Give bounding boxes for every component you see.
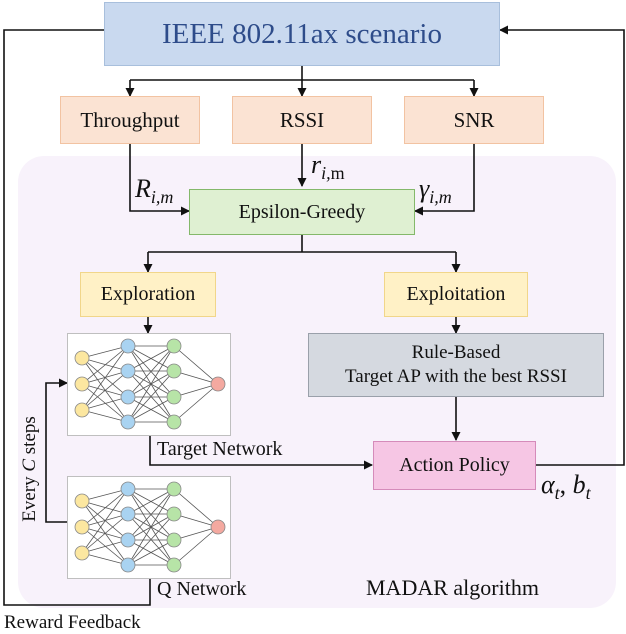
nn-edge	[127, 345, 175, 423]
nn-edge	[81, 370, 129, 411]
nn-edge	[173, 345, 219, 385]
nn-input-node	[74, 376, 90, 392]
nn-edge	[127, 345, 175, 372]
nn-edge	[127, 488, 175, 515]
nn-edge	[127, 488, 175, 541]
reward-feedback-loop	[3, 29, 151, 606]
nn-edge	[127, 396, 175, 423]
exploration-label: Exploration	[100, 283, 196, 305]
nn-input-node	[74, 545, 90, 561]
nn-output-node	[210, 376, 226, 392]
nn-edge	[81, 345, 129, 385]
nn-hidden-node	[166, 389, 182, 405]
nn-hidden-node	[166, 557, 182, 573]
target-network-label: Target Network	[157, 438, 283, 460]
action-policy-box: Action Policy	[373, 441, 536, 490]
every-c-steps-label: Every C steps	[19, 416, 40, 522]
throughput-box: Throughput	[60, 96, 200, 144]
every-c-steps-loop	[45, 378, 68, 523]
nn-hidden-node	[120, 481, 136, 497]
snr-symbol: γi,m	[419, 174, 452, 208]
nn-output-node	[210, 519, 226, 535]
rssi-label: RSSI	[279, 107, 325, 132]
target-network-nodes	[74, 338, 226, 430]
epsilon-greedy-label: Epsilon-Greedy	[238, 200, 366, 223]
snr-label: SNR	[453, 107, 495, 132]
nn-hidden-node	[120, 389, 136, 405]
nn-edge	[81, 409, 129, 423]
nn-edge	[173, 488, 219, 528]
nn-input-node	[74, 493, 90, 509]
nn-input-node	[74, 519, 90, 535]
nn-hidden-node	[120, 414, 136, 430]
nn-edge	[81, 552, 129, 566]
action-output-symbol: αt, bt	[541, 470, 591, 504]
nn-edge	[127, 539, 175, 566]
nn-hidden-node	[120, 506, 136, 522]
nn-edge	[127, 345, 175, 398]
rule-based-title: Rule-Based	[411, 342, 501, 363]
nn-edge	[173, 513, 219, 528]
nn-input-node	[74, 402, 90, 418]
nn-edge	[173, 370, 219, 385]
exploration-box: Exploration	[80, 272, 216, 317]
nn-edge	[127, 513, 175, 566]
nn-edge	[173, 526, 219, 541]
nn-edge	[81, 513, 129, 554]
nn-hidden-node	[120, 363, 136, 379]
policy-to-title-arrow	[499, 25, 625, 466]
nn-edge	[127, 370, 175, 423]
throughput-to-eg-arrow	[129, 144, 190, 216]
q-network-label: Q Network	[157, 578, 247, 600]
nn-edge	[81, 526, 129, 566]
nn-edge	[173, 383, 219, 423]
scenario-title: IEEE 802.11ax scenario	[162, 17, 442, 50]
q-network-nodes	[74, 481, 226, 573]
nn-hidden-node	[166, 338, 182, 354]
nn-edge	[81, 396, 129, 411]
rssi-box: RSSI	[232, 96, 372, 144]
reward-feedback-label: Reward Feedback	[4, 612, 141, 633]
nn-hidden-node	[120, 557, 136, 573]
exploitation-label: Exploitation	[406, 283, 506, 305]
nn-edge	[81, 488, 129, 554]
epsilon-greedy-box: Epsilon-Greedy	[189, 189, 415, 235]
nn-hidden-node	[166, 532, 182, 548]
throughput-symbol: Ri,m	[135, 174, 174, 208]
snr-box: SNR	[404, 96, 544, 144]
nn-hidden-node	[166, 506, 182, 522]
nn-edge	[127, 488, 175, 566]
rssi-symbol: ri,m	[311, 150, 345, 184]
throughput-label: Throughput	[80, 107, 180, 132]
nn-edge	[81, 383, 129, 423]
nn-edge	[81, 345, 129, 411]
nn-edge	[81, 488, 129, 502]
nn-hidden-node	[120, 338, 136, 354]
nn-hidden-node	[166, 414, 182, 430]
snr-to-eg-arrow	[414, 144, 475, 216]
nn-edge	[81, 539, 129, 554]
target-network-diagram	[67, 333, 231, 436]
target-to-policy-arrow	[149, 434, 373, 470]
nn-edge	[81, 488, 129, 528]
algorithm-label: MADAR algorithm	[366, 575, 539, 600]
nn-edge	[81, 345, 129, 359]
nn-input-node	[74, 350, 90, 366]
q-network-diagram	[67, 476, 231, 579]
nn-edge	[173, 526, 219, 566]
rule-based-detail: Target AP with the best RSSI	[345, 366, 567, 387]
rule-based-box: Rule-Based Target AP with the best RSSI	[308, 333, 604, 397]
exploitation-box: Exploitation	[384, 272, 528, 317]
nn-hidden-node	[166, 363, 182, 379]
action-policy-label: Action Policy	[399, 454, 510, 476]
scenario-box: IEEE 802.11ax scenario	[104, 2, 500, 66]
nn-hidden-node	[120, 532, 136, 548]
nn-hidden-node	[166, 481, 182, 497]
nn-edge	[173, 383, 219, 398]
